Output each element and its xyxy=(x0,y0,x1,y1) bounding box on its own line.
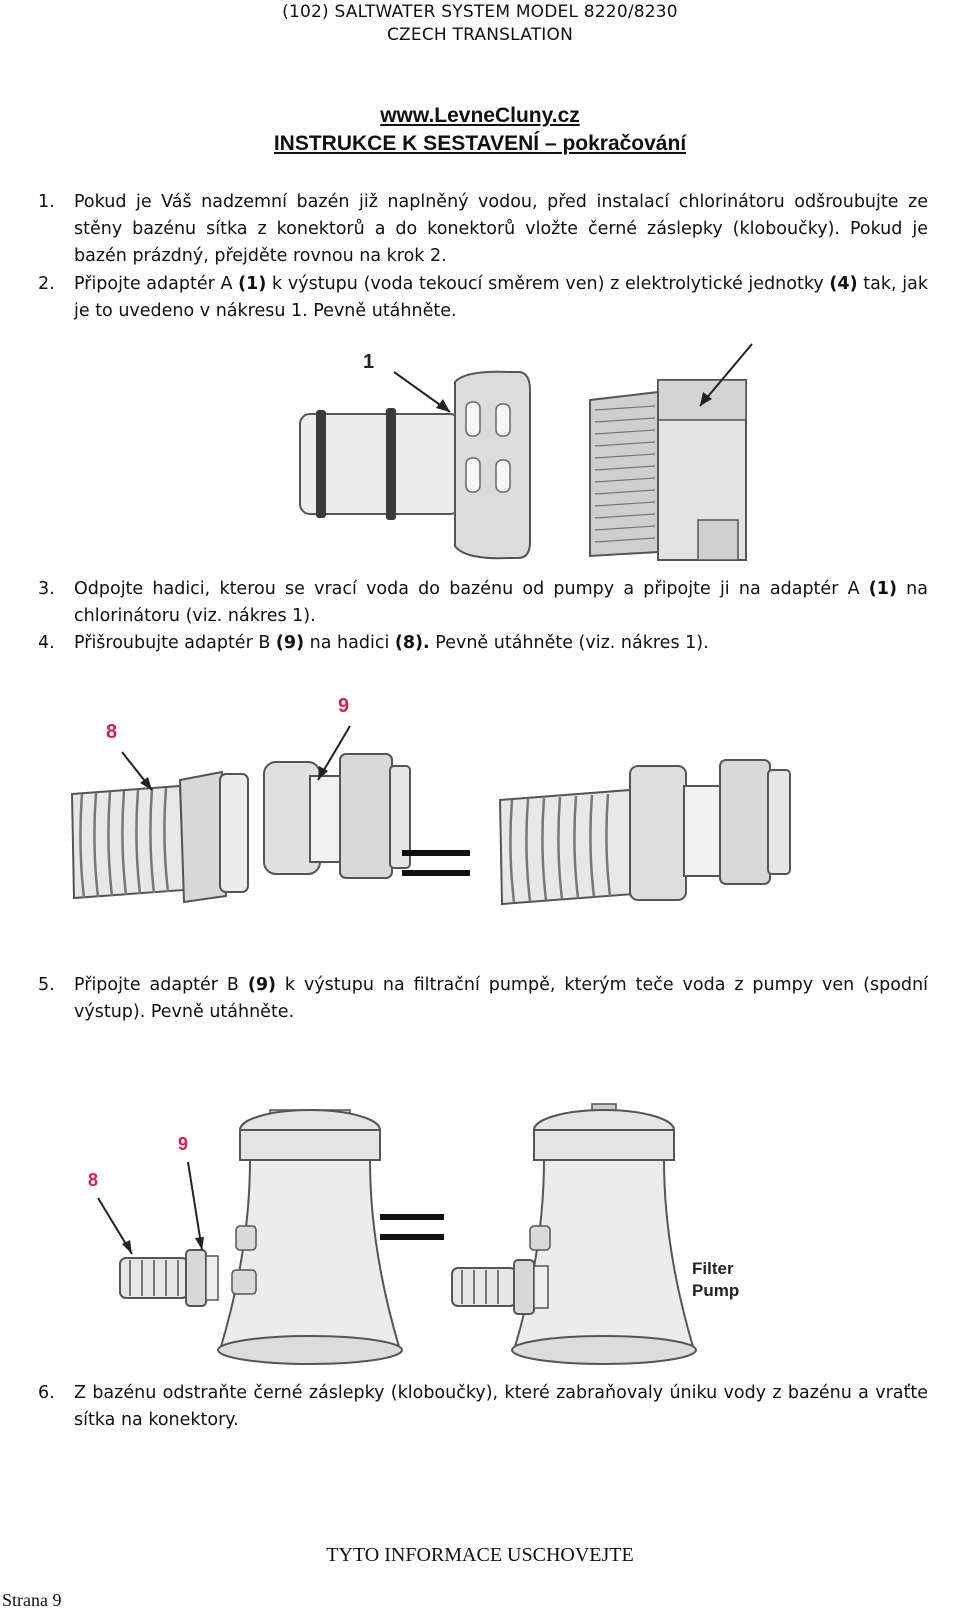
step-number: 3. xyxy=(38,579,55,599)
hose-8 xyxy=(70,770,249,904)
footer-note: TYTO INFORMACE USCHOVEJTE xyxy=(326,1544,634,1566)
label-1: 1 xyxy=(363,351,374,373)
hose-and-adapter-left xyxy=(119,1249,219,1307)
hose-and-adapter-attached xyxy=(451,1259,549,1315)
step-number: 6. xyxy=(38,1383,55,1403)
step-text: Odpojte hadici, kterou se vrací voda do … xyxy=(74,579,928,626)
step-number: 4. xyxy=(38,633,55,653)
step-6: 6. Z bazénu odstraňte černé záslepky (kl… xyxy=(38,1380,928,1434)
website-title: www.LevneCluny.cz xyxy=(380,104,580,127)
step-text: Připojte adaptér A (1) k výstupu (voda t… xyxy=(74,274,928,321)
step-2: 2. Připojte adaptér A (1) k výstupu (vod… xyxy=(38,271,928,325)
filter-pump-left xyxy=(217,1109,403,1365)
diagram-adapter-to-chlorinator: 1 4 xyxy=(299,343,753,561)
step-text: Připojte adaptér B (9) k výstupu na filt… xyxy=(74,975,928,1022)
step-number: 5. xyxy=(38,975,55,995)
label-8: 8 xyxy=(106,721,117,743)
page-number: Strana 9 xyxy=(2,1590,62,1610)
step-text: Přišroubujte adaptér B (9) na hadici (8)… xyxy=(74,633,709,653)
label-9: 9 xyxy=(338,695,349,717)
step-number: 2. xyxy=(38,274,55,294)
step-text: Z bazénu odstraňte černé záslepky (klobo… xyxy=(74,1383,928,1430)
diagram-adapter-to-pump: 8 9 Filter Pump xyxy=(88,1103,739,1365)
step-number: 1. xyxy=(38,192,55,212)
document-header-subtitle: CZECH TRANSLATION xyxy=(386,25,574,45)
label-8: 8 xyxy=(88,1170,98,1190)
document-header-title: (102) SALTWATER SYSTEM MODEL 8220/8230 xyxy=(282,2,678,22)
step-1: 1. Pokud je Váš nadzemní bazén již napln… xyxy=(38,189,928,270)
assembled-hose-adapter xyxy=(498,759,791,906)
step-4: 4. Přišroubujte adaptér B (9) na hadici … xyxy=(38,630,928,657)
label-9: 9 xyxy=(178,1134,188,1154)
filter-label-line1: Filter xyxy=(692,1259,734,1278)
step-5: 5. Připojte adaptér B (9) k výstupu na f… xyxy=(38,972,928,1026)
electrolytic-unit xyxy=(589,379,747,561)
section-heading: INSTRUKCE K SESTAVENÍ – pokračování xyxy=(273,132,687,155)
adapter-a xyxy=(299,370,531,560)
step-text: Pokud je Váš nadzemní bazén již naplněný… xyxy=(74,192,928,266)
filter-pump-right xyxy=(511,1103,697,1365)
adapter-b xyxy=(263,753,411,879)
diagram-hose-and-adapter: 8 9 xyxy=(70,695,791,906)
filter-label-line2: Pump xyxy=(692,1281,739,1300)
equals-sign xyxy=(380,1214,444,1240)
step-3: 3. Odpojte hadici, kterou se vrací voda … xyxy=(38,576,928,630)
equals-sign xyxy=(402,850,470,876)
